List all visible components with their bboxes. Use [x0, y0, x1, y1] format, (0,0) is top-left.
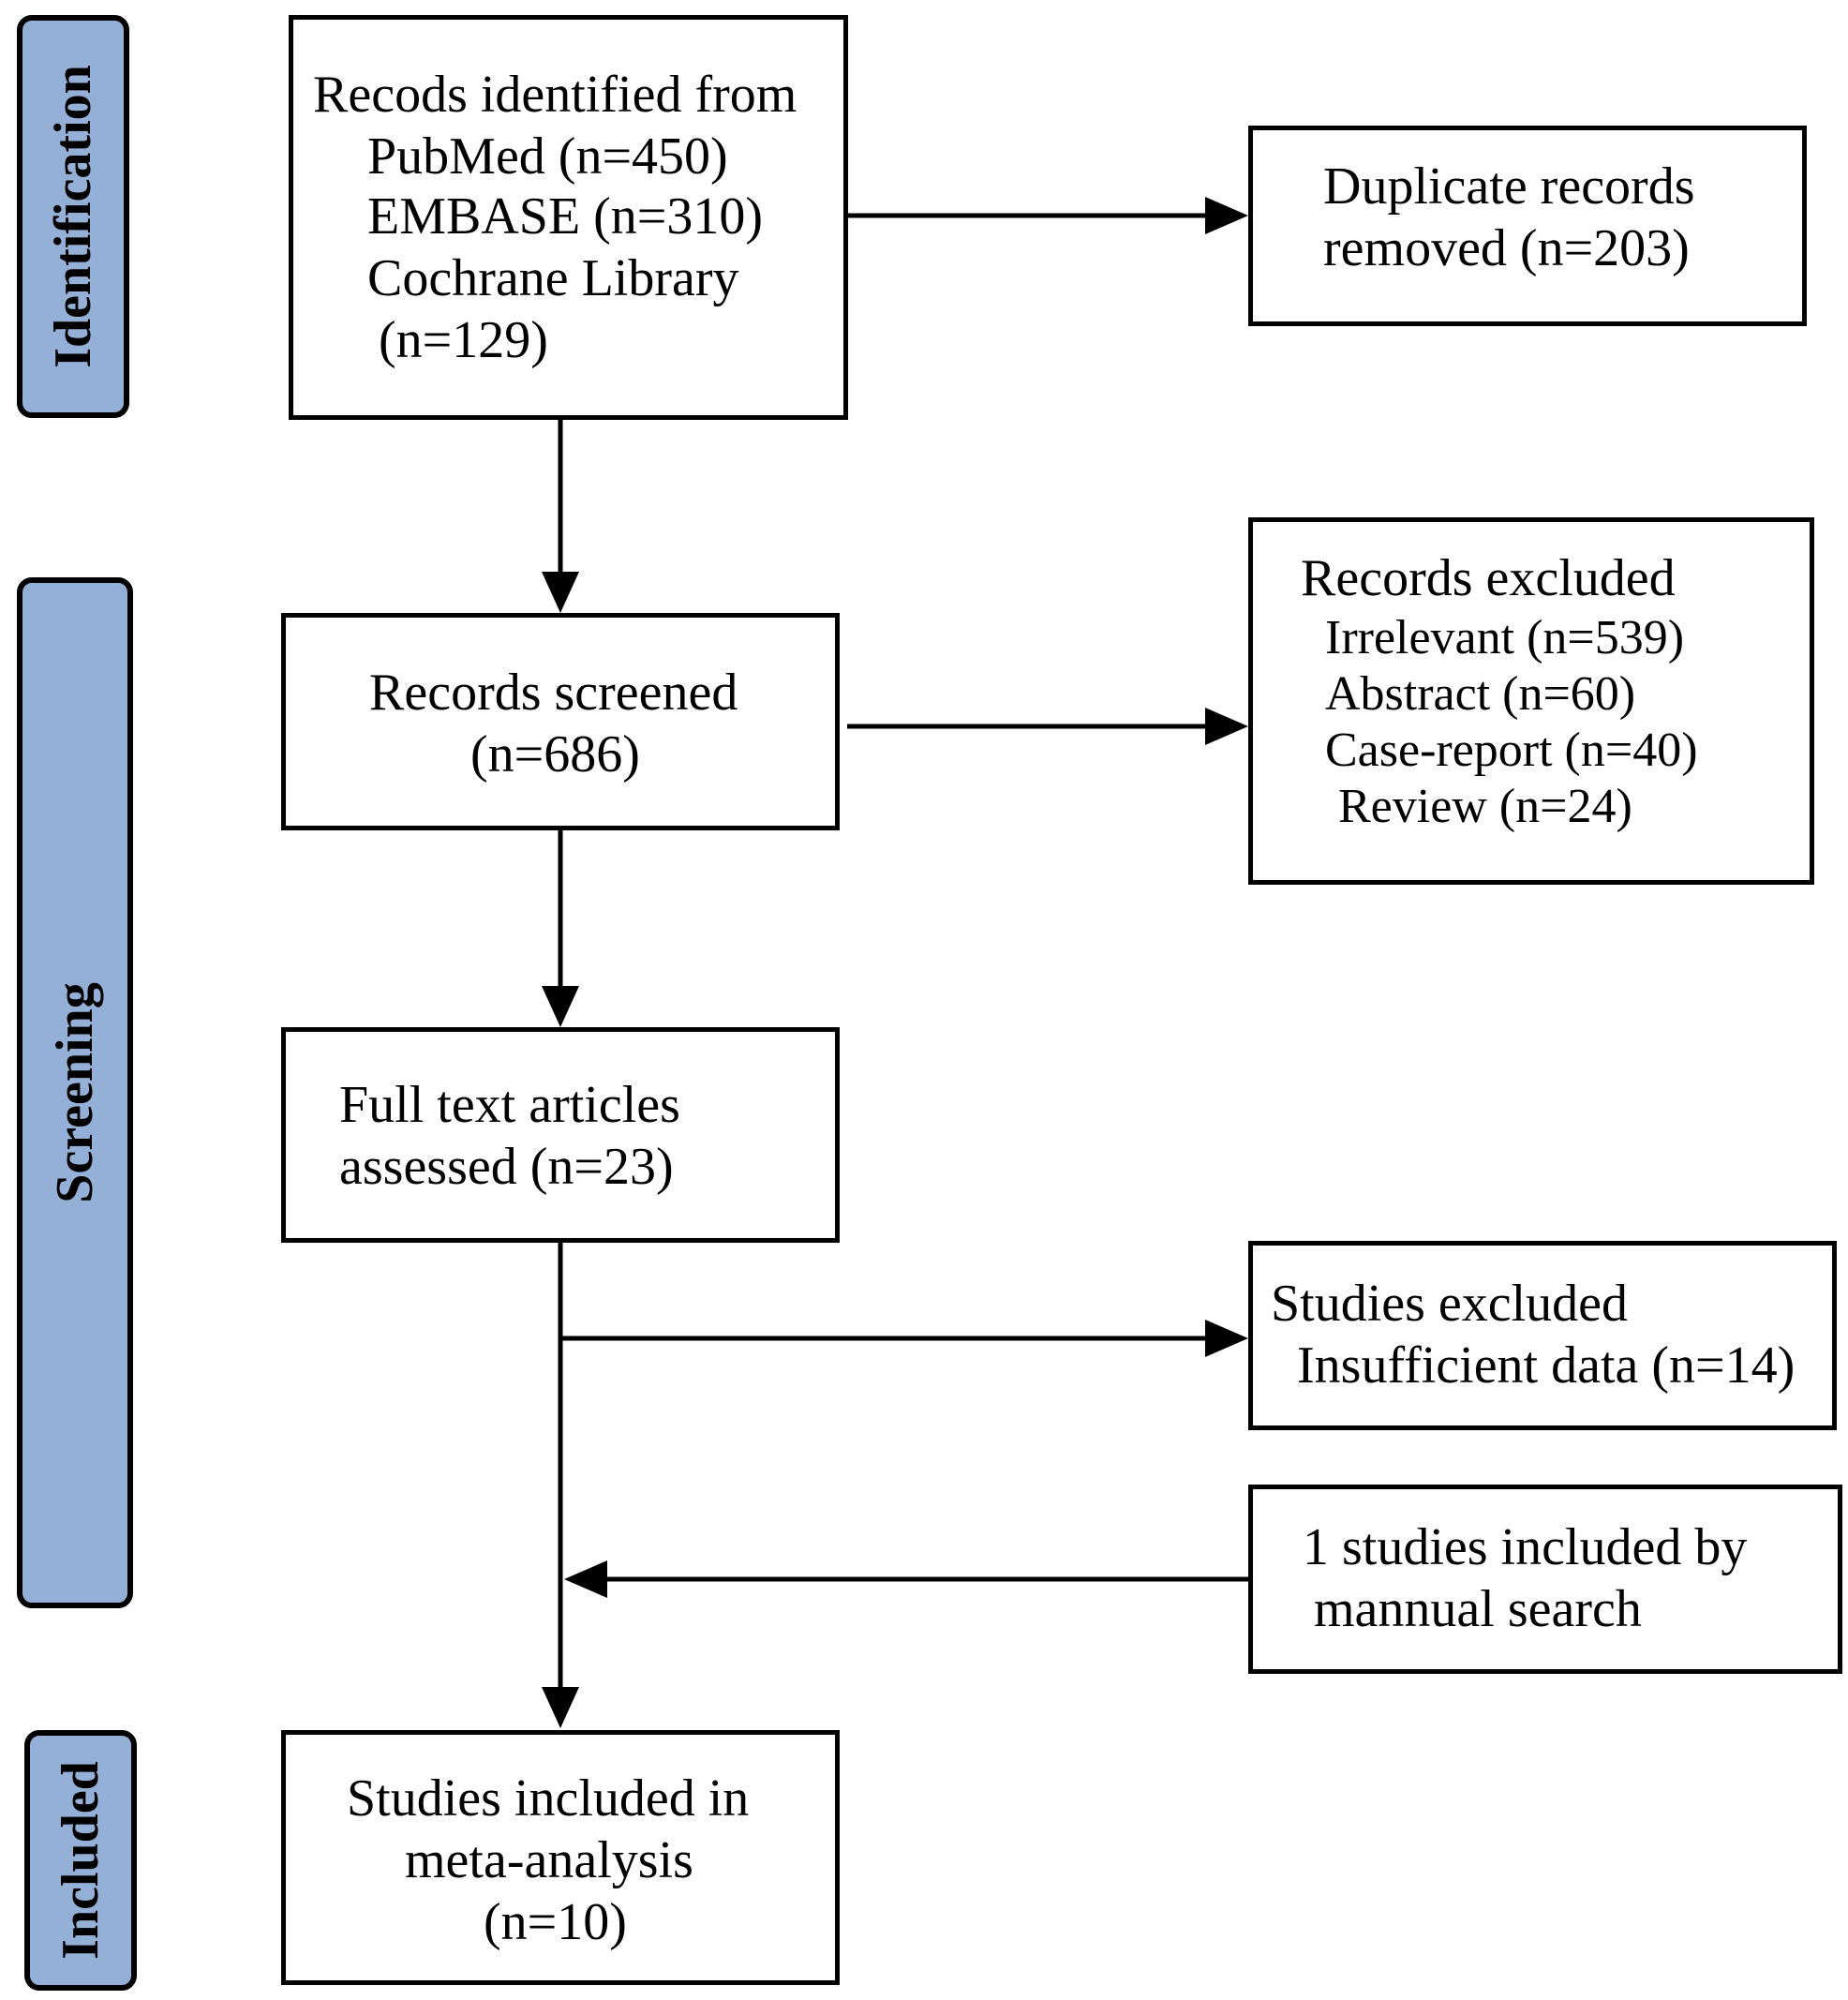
box-records-screened — [281, 613, 840, 830]
box-manual-search — [1248, 1485, 1842, 1674]
box-records-identified — [289, 15, 848, 420]
manual-line-1: 1 studies included by — [1303, 1518, 1748, 1576]
arrowhead-manual — [564, 1560, 607, 1598]
stage-screening: Screening — [17, 577, 133, 1608]
identified-line-4: Cochrane Library — [367, 249, 739, 307]
screened-line-2: (n=686) — [470, 725, 640, 784]
excluded-records-line-5: Review (n=24) — [1338, 780, 1632, 833]
arrowhead-studies-excluded — [1205, 1320, 1248, 1357]
identified-line-5: (n=129) — [379, 311, 548, 369]
box-records-excluded — [1248, 517, 1814, 885]
excluded-records-line-3: Abstract (n=60) — [1325, 667, 1636, 721]
fulltext-line-2: assessed (n=23) — [339, 1138, 674, 1196]
duplicates-line-1: Duplicate records — [1323, 157, 1695, 216]
arrowhead-records-excluded — [1205, 708, 1248, 745]
arrowhead-included — [542, 1687, 579, 1728]
box-full-text-assessed — [281, 1027, 840, 1243]
screened-line-1: Records screened — [369, 664, 738, 722]
stage-identification: Identification — [17, 15, 129, 418]
excluded-records-line-1: Records excluded — [1301, 549, 1676, 607]
identified-line-2: PubMed (n=450) — [367, 127, 728, 186]
arrowhead-screened — [542, 572, 579, 613]
box-studies-excluded — [1248, 1241, 1837, 1430]
excluded-records-line-4: Case-report (n=40) — [1325, 724, 1698, 777]
excluded-records-line-2: Irrelevant (n=539) — [1325, 611, 1685, 664]
included-line-1: Studies included in — [347, 1769, 750, 1828]
manual-line-2: mannual search — [1314, 1580, 1642, 1638]
excluded-studies-line-1: Studies excluded — [1271, 1275, 1629, 1333]
excluded-studies-line-2: Insufficient data (n=14) — [1297, 1336, 1796, 1395]
identified-line-3: EMBASE (n=310) — [367, 187, 764, 246]
box-studies-included — [281, 1730, 840, 1985]
arrowhead-fulltext — [542, 986, 579, 1027]
box-duplicates-removed — [1248, 126, 1807, 326]
arrowhead-duplicates — [1205, 197, 1248, 234]
stage-included: Included — [24, 1730, 137, 1991]
included-line-2: meta-analysis — [405, 1831, 693, 1889]
identified-line-1: Recods identified from — [313, 66, 797, 124]
duplicates-line-2: removed (n=203) — [1323, 219, 1690, 277]
included-line-3: (n=10) — [484, 1893, 627, 1951]
fulltext-line-1: Full text articles — [339, 1076, 680, 1134]
